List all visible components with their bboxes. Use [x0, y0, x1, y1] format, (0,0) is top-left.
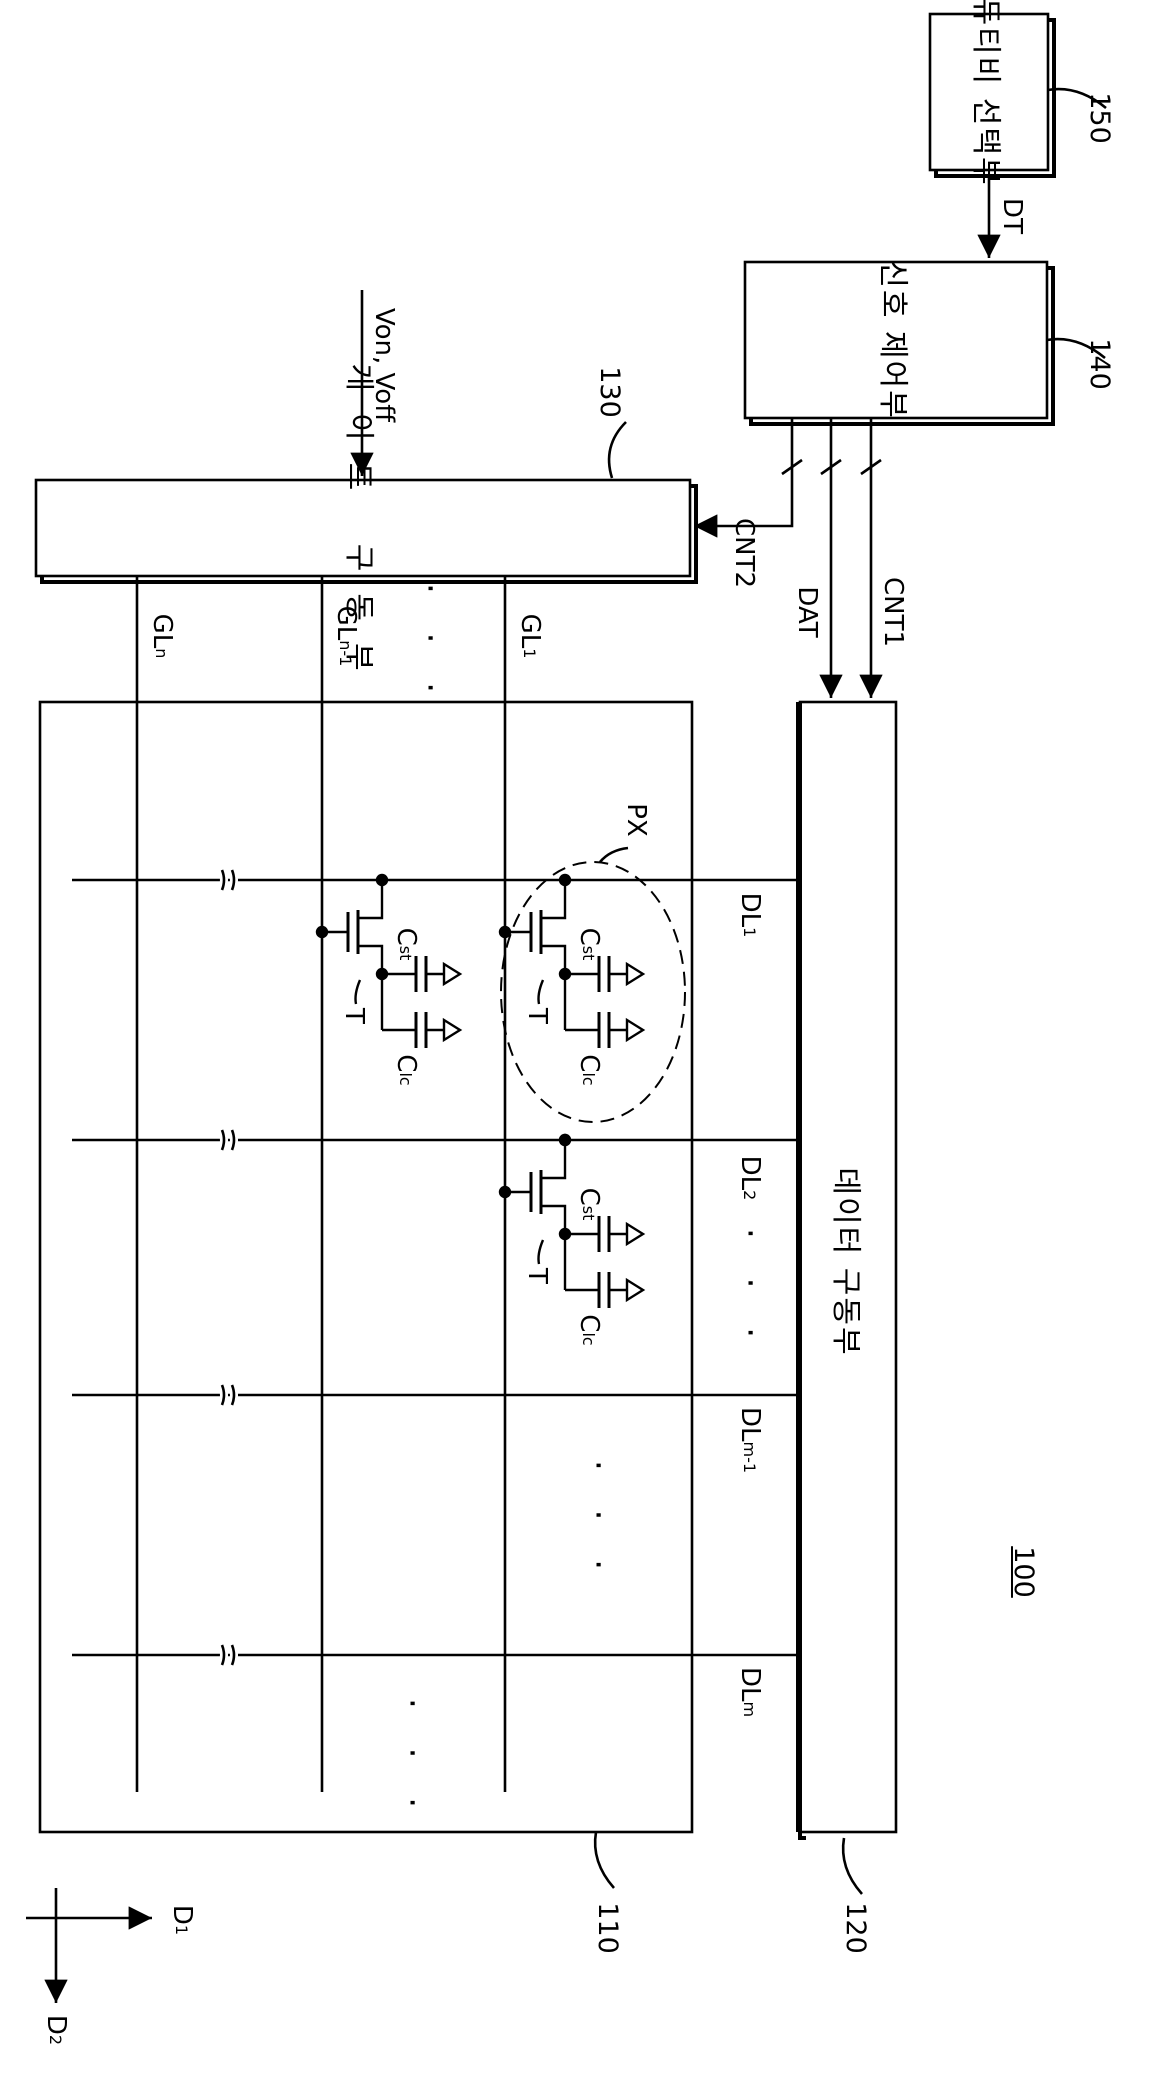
label-dl-1: DL1: [730, 855, 770, 975]
label-dl-m-1: DLm-1: [730, 1380, 770, 1500]
panel-ellipsis-1: · · ·: [578, 1432, 618, 1612]
pixel-3-clc-label: Clc: [569, 1270, 609, 1390]
pixel-1-clc-label: Clc: [569, 1010, 609, 1130]
ref-100: 100: [1004, 1482, 1044, 1662]
label-gl-n-1: GLn-1: [326, 576, 366, 696]
pixel-2-cst-ground: [444, 964, 460, 984]
data-lines-ellipsis: · · ·: [730, 1200, 770, 1380]
label-gl-n: GLn: [142, 576, 182, 696]
gate-lines-ellipsis: · · ·: [410, 555, 450, 735]
ref-130: 130: [590, 302, 630, 482]
pixel-1-source-lead: [541, 880, 565, 918]
pixel-3-clc-ground: [627, 1280, 643, 1300]
pixel-1-cst-label: Cst: [569, 884, 609, 1004]
label-von-voff: Von, Voff: [364, 235, 404, 495]
pixel-2-clc-label: Clc: [386, 1010, 426, 1130]
label-cnt2: CNT2: [724, 463, 764, 643]
label-cnt1: CNT1: [873, 522, 913, 702]
signal-controller-title: 신호 제어부: [876, 250, 916, 430]
label-gl-1: GL1: [510, 576, 550, 696]
label-dat: DAT: [787, 522, 827, 702]
label-d2: D2: [36, 1970, 76, 2090]
pixel-3-cst-ground: [627, 1224, 643, 1244]
pixel-2-t-label: T: [334, 956, 374, 1076]
label-dt: DT: [992, 126, 1032, 306]
pixel-2-clc-ground: [444, 1020, 460, 1040]
ref-140: 140: [1080, 274, 1120, 454]
pixel-2-cst-label: Cst: [386, 884, 426, 1004]
pixel-3-source-lead: [541, 1140, 565, 1178]
ref-150: 150: [1080, 28, 1120, 208]
pixel-3-t-label: T: [517, 1216, 557, 1336]
label-d1: D1: [162, 1860, 202, 1980]
label-dl-m: DLm: [730, 1632, 770, 1752]
pixel-1-t-label: T: [517, 956, 557, 1076]
pixel-2-source-lead: [358, 880, 382, 918]
panel-ellipsis-2: · · ·: [392, 1670, 432, 1850]
label-px: PX: [616, 730, 656, 910]
pixel-1-clc-ground: [627, 1020, 643, 1040]
ref-120: 120: [836, 1838, 876, 2018]
pixel-3-cst-label: Cst: [569, 1144, 609, 1264]
pixel-1-cst-ground: [627, 964, 643, 984]
ref-110: 110: [588, 1838, 628, 2018]
data-driver-title: 데이터 구동부: [829, 1132, 869, 1392]
